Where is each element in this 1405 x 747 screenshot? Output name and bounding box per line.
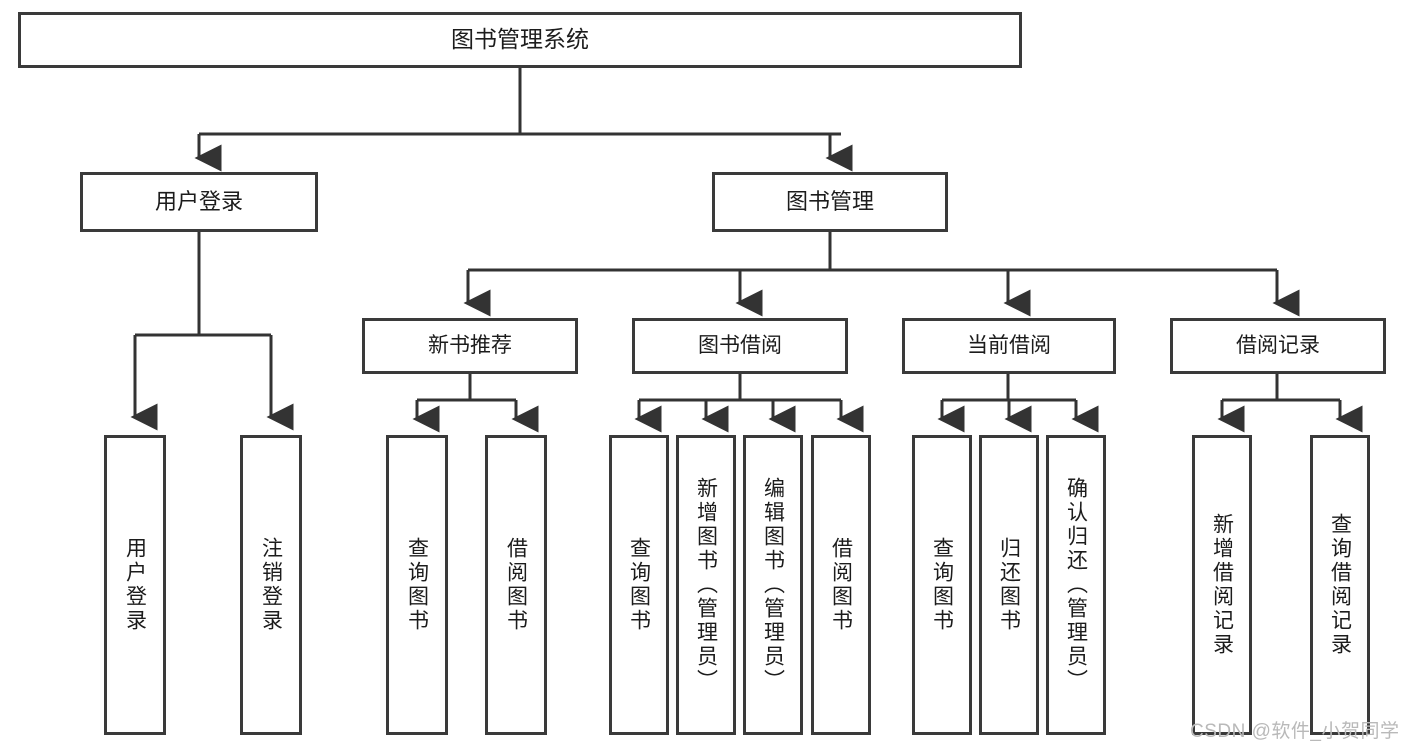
node-label: 查询图书: [405, 537, 429, 633]
node-label: 编辑图书（管理员）: [761, 477, 785, 693]
node-borrow-record[interactable]: 借阅记录: [1170, 318, 1386, 374]
node-label: 新增借阅记录: [1210, 513, 1234, 657]
node-label: 图书管理: [785, 189, 874, 215]
node-leaf-add-record[interactable]: 新增借阅记录: [1192, 435, 1252, 735]
node-user-login[interactable]: 用户登录: [80, 172, 318, 232]
node-label: 用户登录: [123, 537, 147, 633]
node-root-system[interactable]: 图书管理系统: [18, 12, 1022, 68]
node-leaf-logout[interactable]: 注销登录: [240, 435, 302, 735]
node-leaf-borrow-book-2[interactable]: 借阅图书: [811, 435, 871, 735]
node-label: 借阅记录: [1236, 333, 1320, 357]
node-leaf-query-book-2[interactable]: 查询图书: [609, 435, 669, 735]
node-leaf-query-book-3[interactable]: 查询图书: [912, 435, 972, 735]
node-leaf-edit-book[interactable]: 编辑图书（管理员）: [743, 435, 803, 735]
node-label: 当前借阅: [967, 333, 1051, 357]
node-label: 图书借阅: [698, 333, 782, 357]
node-label: 用户登录: [154, 189, 243, 215]
node-label: 注销登录: [259, 537, 283, 633]
node-label: 新增图书（管理员）: [694, 477, 718, 693]
node-leaf-return-book[interactable]: 归还图书: [979, 435, 1039, 735]
node-label: 图书管理系统: [451, 26, 589, 53]
node-book-management[interactable]: 图书管理: [712, 172, 948, 232]
node-leaf-add-book[interactable]: 新增图书（管理员）: [676, 435, 736, 735]
node-new-book-recommend[interactable]: 新书推荐: [362, 318, 578, 374]
node-label: 确认归还（管理员）: [1064, 477, 1088, 693]
node-leaf-query-book-1[interactable]: 查询图书: [386, 435, 448, 735]
node-book-borrow[interactable]: 图书借阅: [632, 318, 848, 374]
node-label: 归还图书: [997, 537, 1021, 633]
node-label: 查询借阅记录: [1328, 513, 1352, 657]
node-label: 借阅图书: [504, 537, 528, 633]
node-leaf-user-login[interactable]: 用户登录: [104, 435, 166, 735]
node-label: 查询图书: [627, 537, 651, 633]
node-label: 查询图书: [930, 537, 954, 633]
node-label: 借阅图书: [829, 537, 853, 633]
watermark-text: CSDN @软件_小贺同学: [1190, 721, 1400, 742]
node-leaf-borrow-book-1[interactable]: 借阅图书: [485, 435, 547, 735]
node-label: 新书推荐: [428, 333, 512, 357]
node-leaf-confirm-return[interactable]: 确认归还（管理员）: [1046, 435, 1106, 735]
node-current-borrow[interactable]: 当前借阅: [902, 318, 1116, 374]
node-leaf-query-record[interactable]: 查询借阅记录: [1310, 435, 1370, 735]
